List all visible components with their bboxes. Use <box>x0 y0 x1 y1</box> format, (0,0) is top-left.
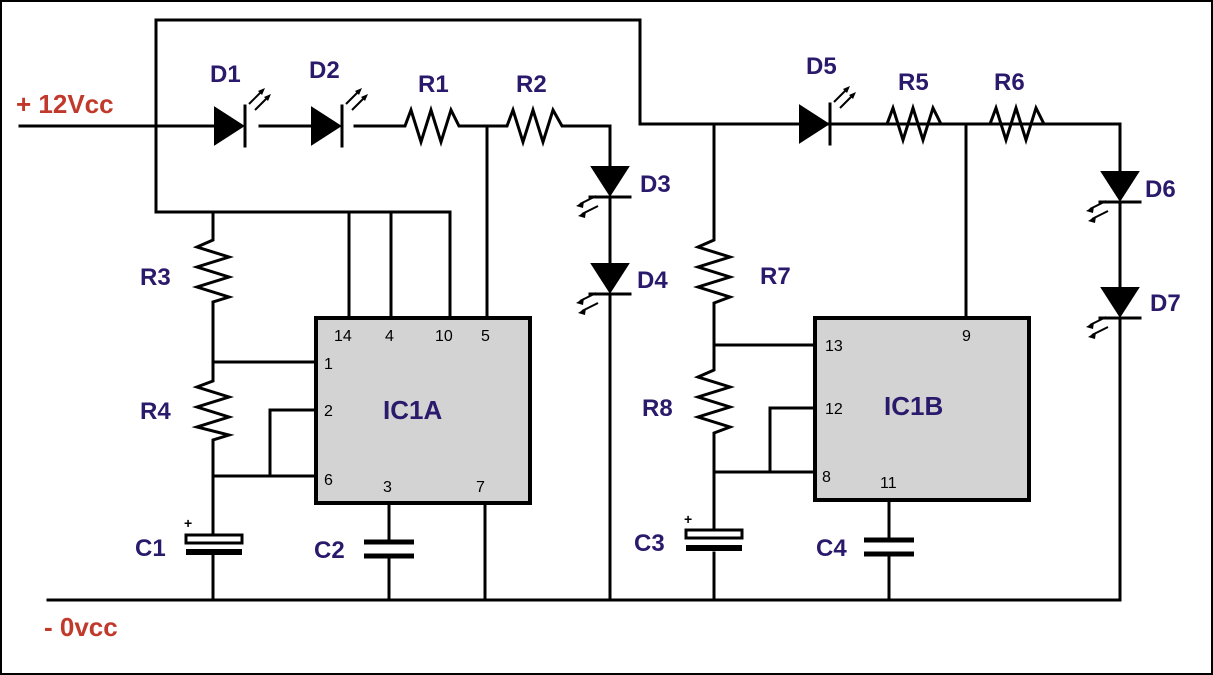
diode-d1: D1 <box>210 61 271 148</box>
ic1b-pin-12: 12 <box>825 401 843 418</box>
wires <box>18 18 1122 602</box>
label-r7: R7 <box>760 263 791 290</box>
label-d6: D6 <box>1145 176 1176 203</box>
diode-d5: D5 <box>799 53 856 146</box>
label-r2: R2 <box>516 71 547 98</box>
c3-polarity: + <box>684 511 692 527</box>
label-d2: D2 <box>309 57 340 84</box>
ic1b-name: IC1B <box>884 391 943 421</box>
label-d1: D1 <box>210 61 241 88</box>
ic1a-pin-1: 1 <box>324 356 333 373</box>
ic1a-pin-14: 14 <box>334 328 352 345</box>
ic1a-pin-4: 4 <box>385 328 394 345</box>
ic1a-pin-6: 6 <box>324 472 333 489</box>
diode-d6: D6 <box>1086 171 1176 223</box>
ic1a-pin-2: 2 <box>324 403 333 420</box>
ic1b-pin-9: 9 <box>962 328 971 345</box>
label-c4: C4 <box>816 535 847 562</box>
label-c3: C3 <box>634 530 665 557</box>
ic1a: IC1A 14 4 10 5 1 2 6 3 7 <box>314 316 532 505</box>
ic1a-pin-10: 10 <box>435 328 453 345</box>
capacitor-c4: C4 <box>816 535 914 562</box>
capacitor-c2: C2 <box>314 537 414 564</box>
label-r1: R1 <box>418 71 449 98</box>
capacitor-c1: + C1 <box>135 515 244 562</box>
resistor-r7: R7 <box>692 230 791 312</box>
resistor-r5: R5 <box>878 69 952 146</box>
label-d4: D4 <box>637 267 668 294</box>
label-r4: R4 <box>140 398 171 425</box>
ic1a-name: IC1A <box>383 395 442 425</box>
positive-rail-label: + 12Vcc <box>16 89 114 119</box>
label-c1: C1 <box>135 535 166 562</box>
label-r6: R6 <box>994 69 1025 96</box>
diode-d3: D3 <box>576 166 671 218</box>
label-d3: D3 <box>640 171 671 198</box>
ic1b-pin-8: 8 <box>822 469 831 486</box>
c1-polarity: + <box>184 515 192 531</box>
ic1b-pin-13: 13 <box>825 338 843 355</box>
diode-d7: D7 <box>1086 287 1181 339</box>
resistor-r2: R2 <box>498 71 572 148</box>
resistor-r8: R8 <box>642 360 736 442</box>
label-r8: R8 <box>642 395 673 422</box>
label-d5: D5 <box>806 53 837 80</box>
resistor-r4: R4 <box>140 373 235 444</box>
resistor-r1: R1 <box>396 71 467 148</box>
label-d7: D7 <box>1150 290 1181 317</box>
diode-d4: D4 <box>576 263 668 315</box>
ic1a-pin-5: 5 <box>481 328 490 345</box>
resistor-r6: R6 <box>981 69 1054 146</box>
label-c2: C2 <box>314 537 345 564</box>
ic1b: IC1B 13 9 12 8 11 <box>813 316 1031 502</box>
ic1a-pin-3: 3 <box>383 479 392 496</box>
capacitor-c3: + C3 <box>634 511 744 557</box>
ic1a-pin-7: 7 <box>476 479 485 496</box>
label-r3: R3 <box>140 264 171 291</box>
label-r5: R5 <box>898 69 929 96</box>
diode-d2: D2 <box>309 57 368 148</box>
resistor-r3: R3 <box>140 230 235 310</box>
ic1b-pin-11: 11 <box>880 475 897 492</box>
negative-rail-label: - 0vcc <box>44 612 118 642</box>
